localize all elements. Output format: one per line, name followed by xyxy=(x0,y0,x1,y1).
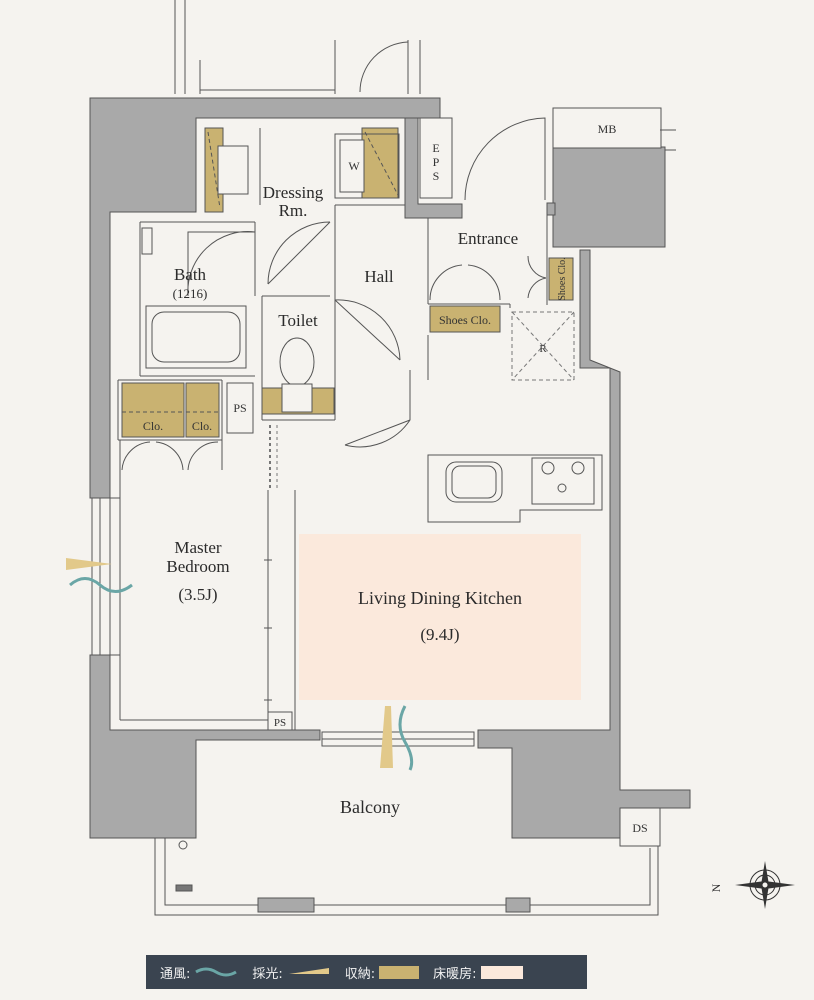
balcony-label: Balcony xyxy=(340,797,400,817)
ps-upper-box: PS xyxy=(226,382,254,434)
kitchen-counter xyxy=(427,454,603,523)
compass-icon xyxy=(735,861,795,909)
bathtub xyxy=(141,227,247,369)
dressing-room-label-1: Dressing xyxy=(263,183,324,202)
balcony-window xyxy=(321,731,475,747)
floor-heating-area xyxy=(299,534,581,700)
legend-floor-heating: 床暖房: xyxy=(433,963,523,982)
eps-label-s: S xyxy=(433,169,440,183)
walls xyxy=(89,97,691,839)
ventilation-swatch-icon xyxy=(195,967,238,977)
mb-label: MB xyxy=(598,122,617,136)
compass-north-label: N xyxy=(709,883,723,892)
toilet-label: Toilet xyxy=(278,311,318,330)
closet-2-label: Clo. xyxy=(192,419,212,433)
balcony-railing xyxy=(154,838,659,916)
bedroom-window xyxy=(91,497,121,656)
fridge-space: R xyxy=(511,311,575,381)
ldk-size: (9.4J) xyxy=(420,625,459,644)
entrance-label: Entrance xyxy=(458,229,518,248)
shoes-closet-main-label: Shoes Clo. xyxy=(439,313,491,327)
hall-label: Hall xyxy=(364,267,394,286)
closet-1-label: Clo. xyxy=(143,419,163,433)
legend-floor-heating-label: 床暖房: xyxy=(433,966,477,982)
washer-space: W xyxy=(334,131,400,199)
upper-corridor-lines xyxy=(174,0,421,94)
eps-shaft: E P S xyxy=(419,117,453,199)
mb-box: MB xyxy=(552,107,676,151)
ldk-label: Living Dining Kitchen xyxy=(358,588,522,608)
legend-bar: 通風: 採光: 収納: 床暖房: xyxy=(146,955,587,989)
ds-label: DS xyxy=(632,821,647,835)
ps-lower-box: PS xyxy=(267,711,293,731)
legend-ventilation-label: 通風: xyxy=(160,966,191,982)
door-swings xyxy=(121,117,547,471)
master-bedroom-size: (3.5J) xyxy=(178,585,217,604)
legend-storage-label: 収納: xyxy=(344,966,376,982)
legend-daylight-label: 採光: xyxy=(252,966,283,982)
legend-daylight: 採光: xyxy=(252,963,330,982)
shoes-closet-small-label: Shoes Clo. xyxy=(557,257,568,300)
partition-markers xyxy=(264,559,272,701)
bath-size-label: (1216) xyxy=(173,286,208,301)
master-bedroom-label-2: Bedroom xyxy=(166,557,229,576)
daylight-swatch-icon xyxy=(288,968,329,974)
bath-label: Bath xyxy=(174,265,207,284)
storage-swatch xyxy=(379,965,420,979)
ventilation-marks xyxy=(69,577,414,771)
washer-label: W xyxy=(348,159,360,173)
ps-upper-label: PS xyxy=(233,401,246,415)
ps-lower-label: PS xyxy=(274,717,286,729)
eps-label-e: E xyxy=(432,141,439,155)
floor-heating-swatch xyxy=(480,965,523,979)
ds-box: DS xyxy=(619,807,661,847)
fridge-label: R xyxy=(539,343,547,355)
daylight-marks xyxy=(66,558,393,768)
dressing-room-fixtures xyxy=(207,131,249,209)
legend-ventilation: 通風: xyxy=(160,963,238,982)
legend-storage: 収納: xyxy=(344,963,420,982)
master-bedroom-label-1: Master xyxy=(174,538,222,557)
dressing-room-label-2: Rm. xyxy=(279,201,308,220)
eps-label-p: P xyxy=(433,155,440,169)
interior-partitions xyxy=(117,128,548,730)
toilet-fixture xyxy=(279,337,315,413)
